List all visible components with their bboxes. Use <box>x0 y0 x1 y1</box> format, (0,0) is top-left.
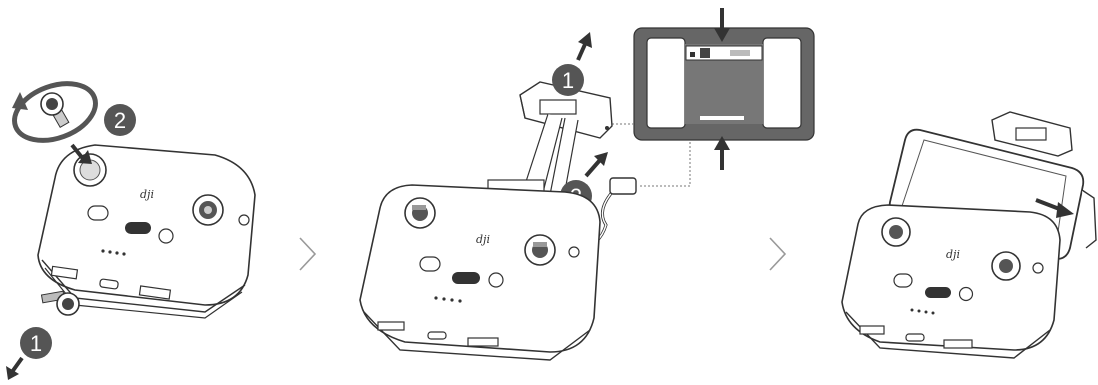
rth-button <box>87 205 109 221</box>
panel-remove-sticks: dji <box>6 81 256 380</box>
controller-body-2: dji <box>359 184 601 361</box>
step-badge-2: 2 <box>104 104 136 136</box>
chevron-right-icon <box>769 237 787 271</box>
power-button <box>158 228 174 244</box>
battery-leds <box>910 308 935 315</box>
power-button <box>958 286 974 302</box>
phone-holder <box>991 111 1097 249</box>
step-badge-1: 1 <box>552 64 584 96</box>
holder-inset <box>633 8 815 170</box>
svg-text:2: 2 <box>114 108 126 133</box>
battery-leds <box>434 296 462 303</box>
svg-text:1: 1 <box>30 331 42 356</box>
chevron-right-icon <box>299 237 317 271</box>
panel-attach-holder: 1 2 dji <box>359 8 815 361</box>
svg-text:1: 1 <box>562 68 574 93</box>
rth-button <box>893 273 913 288</box>
mode-switch <box>452 272 480 284</box>
panel-mounted-phone: dji <box>841 111 1097 359</box>
right-stick <box>192 194 224 226</box>
insert-arrow <box>70 143 86 162</box>
battery-leds <box>101 249 126 256</box>
removed-stick <box>40 290 80 316</box>
controller-body-1: dji <box>37 144 256 319</box>
dji-logo: dji <box>140 188 154 201</box>
rotating-stick <box>12 81 98 143</box>
mode-switch <box>125 222 151 234</box>
controller-body-3: dji <box>841 204 1061 359</box>
dji-logo: dji <box>476 233 490 246</box>
remove-arrow <box>10 356 24 374</box>
mode-switch <box>925 287 951 298</box>
dji-logo: dji <box>946 248 960 261</box>
power-button <box>488 272 504 288</box>
step-badge-1: 1 <box>20 327 52 359</box>
rth-button <box>419 256 441 272</box>
